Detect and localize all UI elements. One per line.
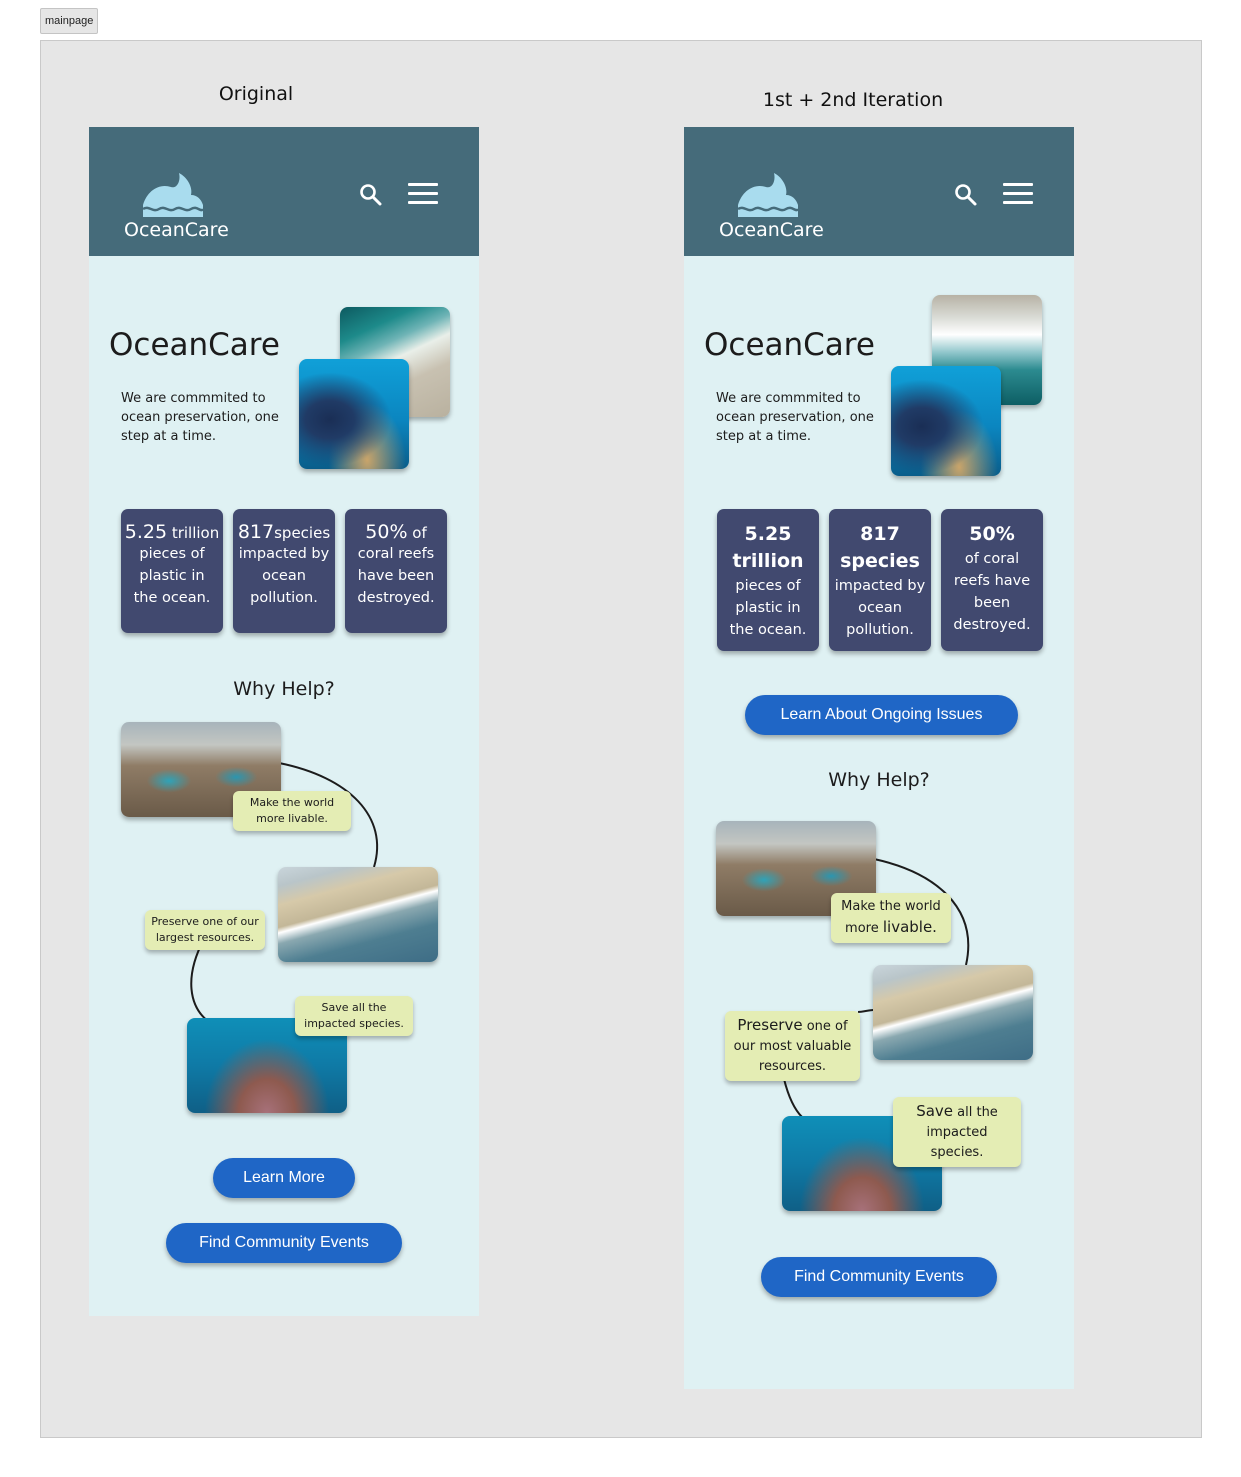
brand-name[interactable]: OceanCare bbox=[719, 219, 824, 241]
note-livable: Make the world more livable. bbox=[831, 893, 951, 943]
learn-more-button[interactable]: Learn More bbox=[213, 1158, 355, 1198]
stat-card-coral: 50% of coral reefs have been destroyed. bbox=[941, 509, 1043, 651]
column-title-iteration: 1st + 2nd Iteration bbox=[762, 89, 944, 111]
search-icon[interactable] bbox=[359, 183, 383, 207]
stat-card-coral: 50% of coral reefs have been destroyed. bbox=[345, 509, 447, 633]
coral-reef-image bbox=[891, 366, 1001, 476]
why-help-title: Why Help? bbox=[828, 769, 930, 791]
stat-card-plastic: 5.25 trillion pieces of plastic in the o… bbox=[717, 509, 819, 651]
column-title-original: Original bbox=[218, 83, 294, 105]
coral-reef-image bbox=[299, 359, 409, 469]
app-header: OceanCare bbox=[89, 127, 479, 256]
note-species: Save all the impacted species. bbox=[295, 996, 413, 1036]
wave-logo-icon[interactable] bbox=[736, 169, 800, 219]
find-community-events-button[interactable]: Find Community Events bbox=[761, 1257, 997, 1297]
frame-label[interactable]: mainpage bbox=[40, 8, 99, 34]
hero-title: OceanCare bbox=[109, 327, 280, 363]
note-species: Save all the impacted species. bbox=[893, 1097, 1021, 1167]
hero-subtitle: We are commmited to ocean preservation, … bbox=[121, 391, 279, 444]
hero-title: OceanCare bbox=[704, 327, 875, 363]
note-resources: Preserve one of our largest resources. bbox=[145, 910, 265, 950]
note-livable: Make the world more livable. bbox=[233, 791, 351, 831]
shoreline-image bbox=[278, 867, 438, 962]
wave-logo-icon[interactable] bbox=[141, 169, 205, 219]
why-help-title: Why Help? bbox=[233, 678, 335, 700]
shoreline-image bbox=[873, 965, 1033, 1060]
hamburger-menu-icon[interactable] bbox=[1003, 183, 1033, 207]
phone-mockup-iteration: OceanCare OceanCare We are commmited to … bbox=[684, 127, 1074, 1389]
stat-card-species: 817 species impacted by ocean pollution. bbox=[829, 509, 931, 651]
hero-subtitle: We are commmited to ocean preservation, … bbox=[716, 391, 874, 444]
search-icon[interactable] bbox=[954, 183, 978, 207]
design-canvas: Original OceanCare OceanCare We are comm… bbox=[40, 40, 1202, 1438]
learn-about-ongoing-issues-button[interactable]: Learn About Ongoing Issues bbox=[745, 695, 1018, 735]
stat-card-plastic: 5.25 trillion pieces of plastic in the o… bbox=[121, 509, 223, 633]
find-community-events-button[interactable]: Find Community Events bbox=[166, 1223, 402, 1263]
brand-name[interactable]: OceanCare bbox=[124, 219, 229, 241]
stat-card-species: 817species impacted by ocean pollution. bbox=[233, 509, 335, 633]
app-header: OceanCare bbox=[684, 127, 1074, 256]
phone-mockup-original: OceanCare OceanCare We are commmited to … bbox=[89, 127, 479, 1316]
hamburger-menu-icon[interactable] bbox=[408, 183, 438, 207]
connector-curve bbox=[190, 762, 379, 1023]
note-resources: Preserve one of our most valuable resour… bbox=[725, 1011, 860, 1081]
